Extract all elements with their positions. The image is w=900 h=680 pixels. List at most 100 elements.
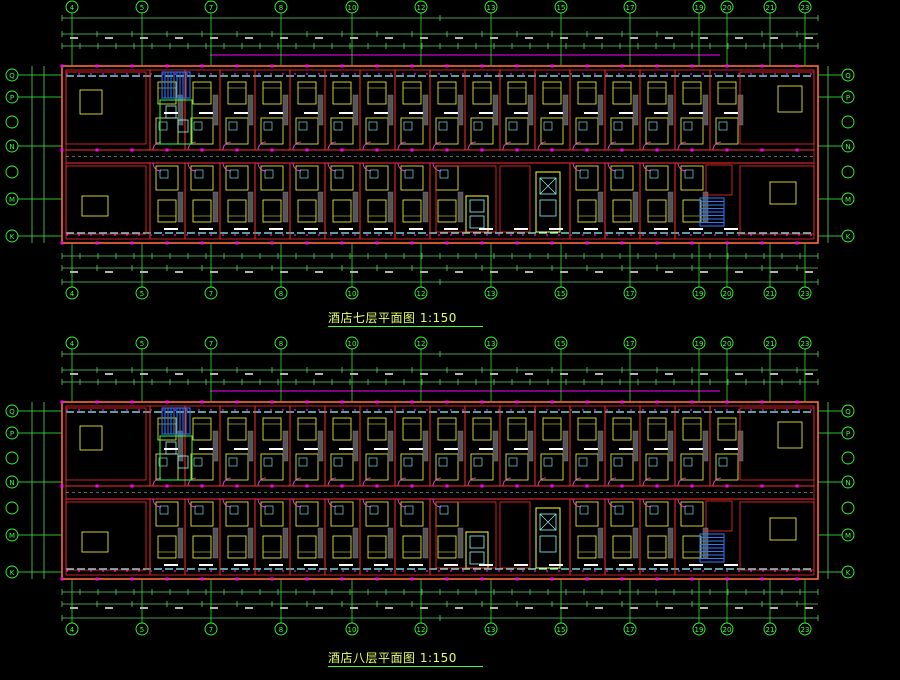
column-marker xyxy=(375,400,379,404)
door-swing xyxy=(642,477,652,487)
axis-bubble xyxy=(841,192,855,206)
room-annotation xyxy=(479,564,493,566)
door-swing xyxy=(572,498,582,508)
column-marker xyxy=(95,148,99,152)
room-annotation xyxy=(269,112,283,114)
door-swing xyxy=(572,162,582,172)
axis-label: 17 xyxy=(626,626,635,634)
column-marker xyxy=(690,400,694,404)
room-annotation xyxy=(234,228,248,230)
column-marker xyxy=(95,400,99,404)
wardrobe xyxy=(177,191,184,223)
room-annotation xyxy=(304,448,318,450)
axis-label: K xyxy=(10,569,15,577)
room-annotation xyxy=(374,448,388,450)
axis-bubble xyxy=(720,286,734,300)
dimension-text-mark xyxy=(490,607,498,609)
door-swing xyxy=(257,141,267,151)
wardrobe xyxy=(702,527,709,559)
bathroom xyxy=(680,165,704,191)
wardrobe xyxy=(597,430,604,462)
bed xyxy=(332,417,352,441)
axis-label: 10 xyxy=(348,626,357,634)
axis-label: 20 xyxy=(723,340,732,348)
bathroom xyxy=(680,453,704,481)
dimension-text-mark xyxy=(280,271,288,273)
room-annotation xyxy=(584,448,598,450)
elevator-car xyxy=(177,455,189,469)
axis-label: 15 xyxy=(557,290,566,298)
dimension-text-mark xyxy=(595,271,603,273)
washbasin xyxy=(438,457,448,467)
axis-label: 10 xyxy=(348,290,357,298)
bathroom xyxy=(680,117,704,145)
room-annotation xyxy=(689,448,703,450)
wardrobe xyxy=(212,527,219,559)
room-annotation xyxy=(409,112,423,114)
bed xyxy=(332,81,352,105)
axis-bubble xyxy=(414,622,428,636)
column-marker xyxy=(795,64,799,68)
column-marker xyxy=(445,577,449,581)
column-marker xyxy=(235,577,239,581)
wardrobe xyxy=(702,191,709,223)
door-swing xyxy=(362,162,372,172)
column-marker xyxy=(515,400,519,404)
wardrobe xyxy=(352,430,359,462)
washbasin xyxy=(578,457,588,467)
bed xyxy=(682,417,702,441)
wardrobe xyxy=(317,527,324,559)
bed xyxy=(332,199,352,223)
wardrobe xyxy=(282,191,289,223)
bed xyxy=(717,417,737,441)
bed xyxy=(437,417,457,441)
dimension-text-mark xyxy=(770,37,778,39)
door-swing xyxy=(152,162,162,172)
washbasin xyxy=(228,121,238,131)
axis-bubble xyxy=(763,286,777,300)
door-swing xyxy=(432,498,442,508)
wardrobe xyxy=(737,430,744,462)
column-marker xyxy=(200,241,204,245)
wardrobe xyxy=(422,527,429,559)
axis-bubble xyxy=(841,451,855,465)
door-swing xyxy=(327,498,337,508)
door-swing xyxy=(572,141,582,151)
dimension-text-mark xyxy=(175,271,183,273)
dimension-text-mark xyxy=(105,607,113,609)
wardrobe xyxy=(527,430,534,462)
room-annotation xyxy=(234,112,248,114)
bed xyxy=(262,81,282,105)
room-annotation xyxy=(374,112,388,114)
dimension-text-mark xyxy=(175,607,183,609)
column-marker xyxy=(410,484,414,488)
bed xyxy=(367,535,387,559)
washbasin xyxy=(403,457,413,467)
column-marker xyxy=(585,577,589,581)
dimension-text-mark xyxy=(630,373,638,375)
axis-bubble xyxy=(841,528,855,542)
room-annotation xyxy=(584,112,598,114)
column-marker xyxy=(725,400,729,404)
column-marker xyxy=(515,148,519,152)
dimension-text-mark xyxy=(315,373,323,375)
room-annotation xyxy=(164,228,178,230)
axis-label: Q xyxy=(845,408,851,416)
dimension-text-mark xyxy=(595,607,603,609)
wardrobe xyxy=(247,94,254,126)
column-marker xyxy=(655,64,659,68)
axis-bubble xyxy=(135,0,149,14)
room-annotation xyxy=(479,228,493,230)
wardrobe xyxy=(702,430,709,462)
washbasin xyxy=(159,169,169,179)
column-marker xyxy=(375,64,379,68)
suite-bed xyxy=(81,195,109,217)
column-marker xyxy=(585,400,589,404)
column-marker xyxy=(550,400,554,404)
suite-bed xyxy=(81,531,109,553)
dimension-text-mark xyxy=(280,607,288,609)
axis-label: 5 xyxy=(140,340,144,348)
column-marker xyxy=(550,64,554,68)
wardrobe xyxy=(352,527,359,559)
door-swing xyxy=(257,498,267,508)
